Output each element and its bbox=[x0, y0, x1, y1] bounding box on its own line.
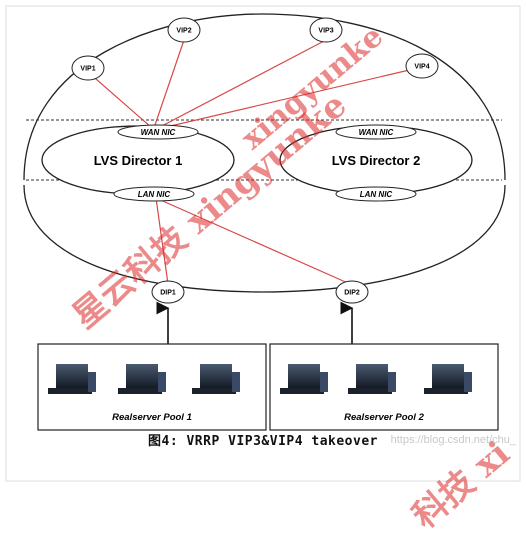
vip1-node: VIP1 bbox=[71, 55, 105, 81]
source-credit: https://blog.csdn.net/chu_ bbox=[390, 434, 516, 446]
dip1-label: DIP1 bbox=[160, 290, 176, 297]
lan-ring bbox=[23, 184, 506, 293]
server-icon bbox=[348, 364, 396, 394]
dip2-node: DIP2 bbox=[335, 280, 369, 304]
director-2: LVS Director 2 WAN NIC LAN NIC bbox=[279, 124, 473, 202]
dip1-node: DIP1 bbox=[151, 280, 185, 304]
outer-frame bbox=[5, 5, 521, 482]
vip4-label: VIP4 bbox=[414, 64, 429, 71]
realserver-pool-2: Realserver Pool 2 bbox=[269, 343, 499, 431]
dip2-label: DIP2 bbox=[344, 290, 360, 297]
vip2-node: VIP2 bbox=[167, 17, 201, 43]
director-2-wan-nic: WAN NIC bbox=[359, 128, 394, 137]
vip4-node: VIP4 bbox=[405, 53, 439, 79]
vip3-label: VIP3 bbox=[318, 28, 333, 35]
server-icon bbox=[192, 364, 240, 394]
vip1-label: VIP1 bbox=[80, 66, 95, 73]
director-2-lan-nic: LAN NIC bbox=[360, 190, 393, 199]
dip-links bbox=[155, 197, 351, 285]
director-2-label: LVS Director 2 bbox=[332, 153, 421, 168]
figure-caption: 图4: VRRP VIP3&VIP4 takeover bbox=[148, 434, 378, 449]
vip-links bbox=[87, 39, 419, 129]
vip2-label: VIP2 bbox=[176, 28, 191, 35]
server-icon bbox=[424, 364, 472, 394]
wan-ring bbox=[23, 13, 506, 181]
server-icon bbox=[48, 364, 96, 394]
director-1-wan-nic: WAN NIC bbox=[141, 128, 176, 137]
pool-2-label: Realserver Pool 2 bbox=[344, 412, 424, 423]
director-1: LVS Director 1 WAN NIC LAN NIC bbox=[41, 124, 235, 202]
vip-nodes: VIP1 VIP2 VIP3 VIP4 bbox=[71, 17, 439, 81]
director-1-lan-nic: LAN NIC bbox=[138, 190, 171, 199]
vrrp-diagram: VIP1 VIP2 VIP3 VIP4 LVS Director 1 WAN N… bbox=[5, 5, 521, 482]
director-1-label: LVS Director 1 bbox=[94, 153, 183, 168]
pool-1-label: Realserver Pool 1 bbox=[112, 412, 192, 423]
vip3-node: VIP3 bbox=[309, 17, 343, 43]
server-icon bbox=[118, 364, 166, 394]
server-icon bbox=[280, 364, 328, 394]
realserver-pool-1: Realserver Pool 1 bbox=[37, 343, 267, 431]
